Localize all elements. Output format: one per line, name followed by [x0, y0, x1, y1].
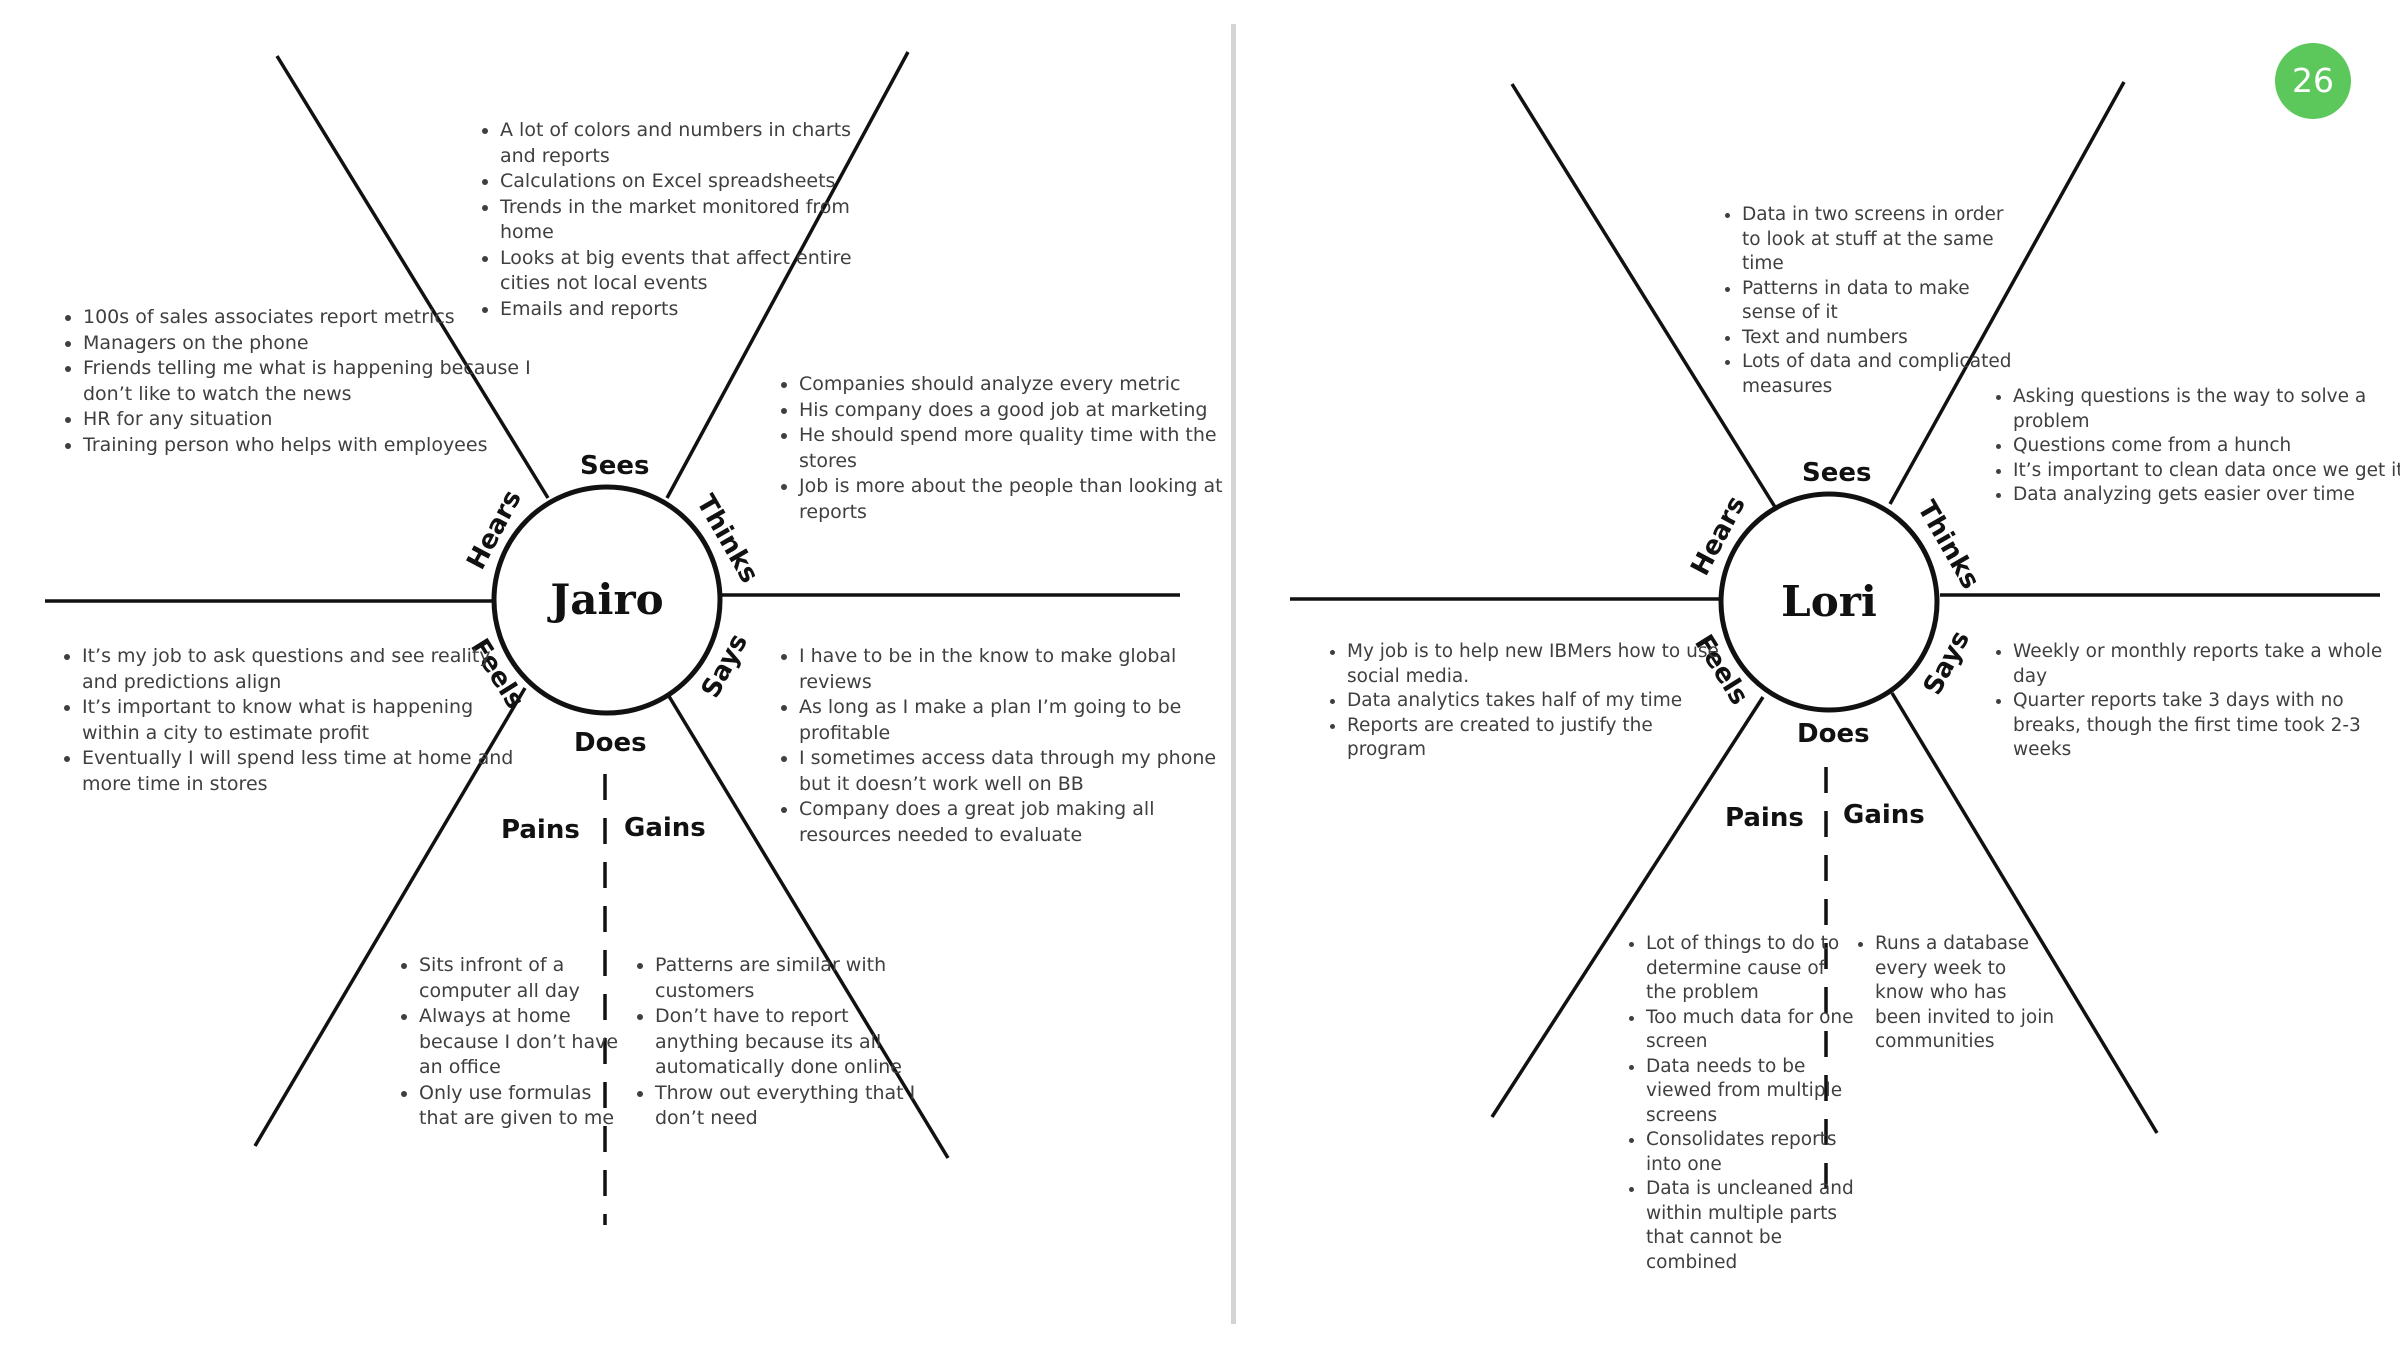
jairo-label-pains: Pains: [501, 815, 580, 845]
list-item: Companies should analyze every metric: [799, 372, 1229, 398]
jairo-label-gains: Gains: [624, 813, 706, 843]
lori-label-does: Does: [1797, 719, 1870, 749]
jairo-persona-name: Jairo: [550, 575, 664, 624]
list-item: Data is uncleaned and within multiple pa…: [1646, 1177, 1856, 1275]
list-item: Data analytics takes half of my time: [1347, 689, 1732, 714]
list-item: I have to be in the know to make global …: [799, 644, 1219, 695]
list-item: 100s of sales associates report metrics: [83, 305, 543, 331]
list-item: I sometimes access data through my phone…: [799, 746, 1219, 797]
lori-center-circle: [1718, 491, 1940, 713]
list-item: Only use formulas that are given to me: [419, 1081, 634, 1132]
list-item: A lot of colors and numbers in charts an…: [500, 118, 860, 169]
lori-line-feels: [1490, 696, 1765, 1118]
list-item: Lot of things to do to determine cause o…: [1646, 932, 1856, 1006]
list-item: It’s important to know what is happening…: [82, 695, 522, 746]
list-item: It’s my job to ask questions and see rea…: [82, 644, 522, 695]
list-item: Job is more about the people than lookin…: [799, 474, 1229, 525]
jairo-line-hears: [275, 55, 550, 499]
jairo-label-does: Does: [574, 728, 647, 758]
list-item: Patterns in data to make sense of it: [1742, 277, 2012, 326]
list-item: Patterns are similar with customers: [655, 953, 925, 1004]
list-item: Training person who helps with employees: [83, 433, 543, 459]
jairo-sees-list: A lot of colors and numbers in charts an…: [462, 118, 860, 322]
list-item: Always at home because I don’t have an o…: [419, 1004, 634, 1081]
list-item: Reports are created to justify the progr…: [1347, 714, 1732, 763]
lori-label-gains: Gains: [1843, 800, 1925, 830]
jairo-says-list: I have to be in the know to make global …: [761, 644, 1219, 848]
list-item: Text and numbers: [1742, 326, 2012, 351]
jairo-feels-list: It’s my job to ask questions and see rea…: [44, 644, 522, 797]
list-item: Don’t have to report anything because it…: [655, 1004, 925, 1081]
lori-label-pains: Pains: [1725, 803, 1804, 833]
lori-persona-name: Lori: [1781, 577, 1877, 626]
page-number-badge: 26: [2275, 43, 2351, 119]
list-item: Throw out everything that I don’t need: [655, 1081, 925, 1132]
list-item: Friends telling me what is happening bec…: [83, 356, 543, 407]
jairo-label-sees: Sees: [580, 451, 650, 481]
jairo-gains-list: Patterns are similar with customers Don’…: [617, 953, 925, 1132]
list-item: HR for any situation: [83, 407, 543, 433]
list-item: As long as I make a plan I’m going to be…: [799, 695, 1219, 746]
list-item: My job is to help new IBMers how to use …: [1347, 640, 1732, 689]
list-item: Runs a database every week to know who h…: [1875, 932, 2055, 1055]
lori-pains-list: Lot of things to do to determine cause o…: [1608, 932, 1856, 1275]
jairo-line-feels: [253, 687, 527, 1147]
lori-gains-list: Runs a database every week to know who h…: [1837, 932, 2055, 1055]
lori-line-thinks: [1888, 81, 2126, 505]
list-item: Too much data for one screen: [1646, 1006, 1856, 1055]
list-item: It’s important to clean data once we get…: [2013, 459, 2400, 484]
lori-sees-list: Data in two screens in order to look at …: [1704, 203, 2012, 399]
jairo-thinks-list: Companies should analyze every metric Hi…: [761, 372, 1229, 525]
lori-line-hears: [1510, 83, 1777, 508]
list-item: His company does a good job at marketing: [799, 398, 1229, 424]
jairo-line-says: [665, 692, 950, 1159]
list-item: Calculations on Excel spreadsheets: [500, 169, 860, 195]
list-item: Asking questions is the way to solve a p…: [2013, 385, 2400, 434]
list-item: He should spend more quality time with t…: [799, 423, 1229, 474]
list-item: Data analyzing gets easier over time: [2013, 483, 2400, 508]
list-item: Data in two screens in order to look at …: [1742, 203, 2012, 277]
lori-thinks-list: Asking questions is the way to solve a p…: [1975, 385, 2400, 508]
list-item: Managers on the phone: [83, 331, 543, 357]
list-item: Emails and reports: [500, 297, 860, 323]
lori-says-list: Weekly or monthly reports take a whole d…: [1975, 640, 2400, 763]
list-item: Lots of data and complicated measures: [1742, 350, 2012, 399]
list-item: Quarter reports take 3 days with no brea…: [2013, 689, 2400, 763]
jairo-line-thinks: [665, 51, 910, 499]
page-divider: [1231, 24, 1236, 1324]
list-item: Questions come from a hunch: [2013, 434, 2400, 459]
list-item: Company does a great job making all reso…: [799, 797, 1219, 848]
lori-feels-list: My job is to help new IBMers how to use …: [1309, 640, 1732, 763]
list-item: Eventually I will spend less time at hom…: [82, 746, 522, 797]
list-item: Trends in the market monitored from home: [500, 195, 860, 246]
list-item: Sits infront of a computer all day: [419, 953, 634, 1004]
list-item: Consolidates reports into one: [1646, 1128, 1856, 1177]
jairo-center-circle: [491, 484, 723, 716]
jairo-pains-list: Sits infront of a computer all day Alway…: [381, 953, 634, 1132]
jairo-hears-list: 100s of sales associates report metrics …: [45, 305, 543, 458]
list-item: Weekly or monthly reports take a whole d…: [2013, 640, 2400, 689]
list-item: Data needs to be viewed from multiple sc…: [1646, 1055, 1856, 1129]
lori-line-says: [1890, 692, 2159, 1134]
lori-label-sees: Sees: [1802, 458, 1872, 488]
list-item: Looks at big events that affect entire c…: [500, 246, 860, 297]
